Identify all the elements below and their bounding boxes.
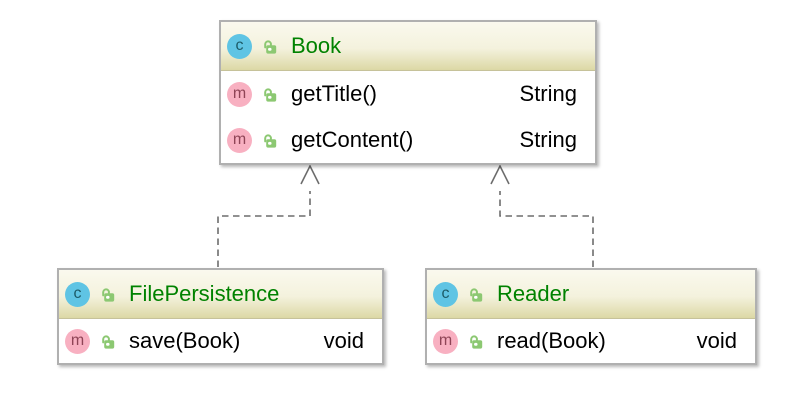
class-box-filepersistence[interactable]: c FilePersistence m save(Book) void [57,268,384,365]
method-badge-icon: m [65,328,90,354]
method-row[interactable]: m getTitle() String [221,71,595,117]
class-name: Reader [497,281,570,306]
dashed-line [217,191,311,267]
class-box-book[interactable]: c Book m getTitle() String m [219,20,597,165]
open-arrowhead-icon [300,164,320,185]
class-badge-icon: c [227,33,252,59]
public-lock-icon [470,287,483,302]
public-lock-icon [470,334,483,349]
method-name: getTitle() [291,81,377,106]
public-lock-icon [264,39,277,54]
relation-filepersistence-book[interactable] [217,164,320,267]
class-name: Book [291,33,342,58]
method-row[interactable]: m getContent() String [221,117,595,163]
class-name: FilePersistence [129,281,280,306]
method-row[interactable]: m read(Book) void [427,319,755,363]
method-badge-icon: m [227,127,252,153]
class-header[interactable]: c Reader [427,270,755,319]
method-badge-icon: m [227,81,252,107]
public-lock-icon [264,87,277,102]
method-name: save(Book) [129,328,241,353]
class-header[interactable]: c FilePersistence [59,270,382,319]
class-box-reader[interactable]: c Reader m read(Book) void [425,268,757,365]
class-badge-icon: c [65,281,90,307]
dashed-line [499,191,594,267]
method-name: read(Book) [497,328,606,353]
method-return-type: String [519,127,577,152]
public-lock-icon [102,287,115,302]
public-lock-icon [264,133,277,148]
class-header[interactable]: c Book [221,22,595,71]
method-name: getContent() [291,127,414,152]
method-return-type: void [323,328,364,353]
open-arrowhead-icon [490,164,510,185]
method-row[interactable]: m save(Book) void [59,319,382,363]
class-badge-icon: c [433,281,458,307]
method-return-type: String [519,81,577,106]
method-return-type: void [696,328,737,353]
public-lock-icon [102,334,115,349]
relation-reader-book[interactable] [490,164,594,267]
method-badge-icon: m [433,328,458,354]
